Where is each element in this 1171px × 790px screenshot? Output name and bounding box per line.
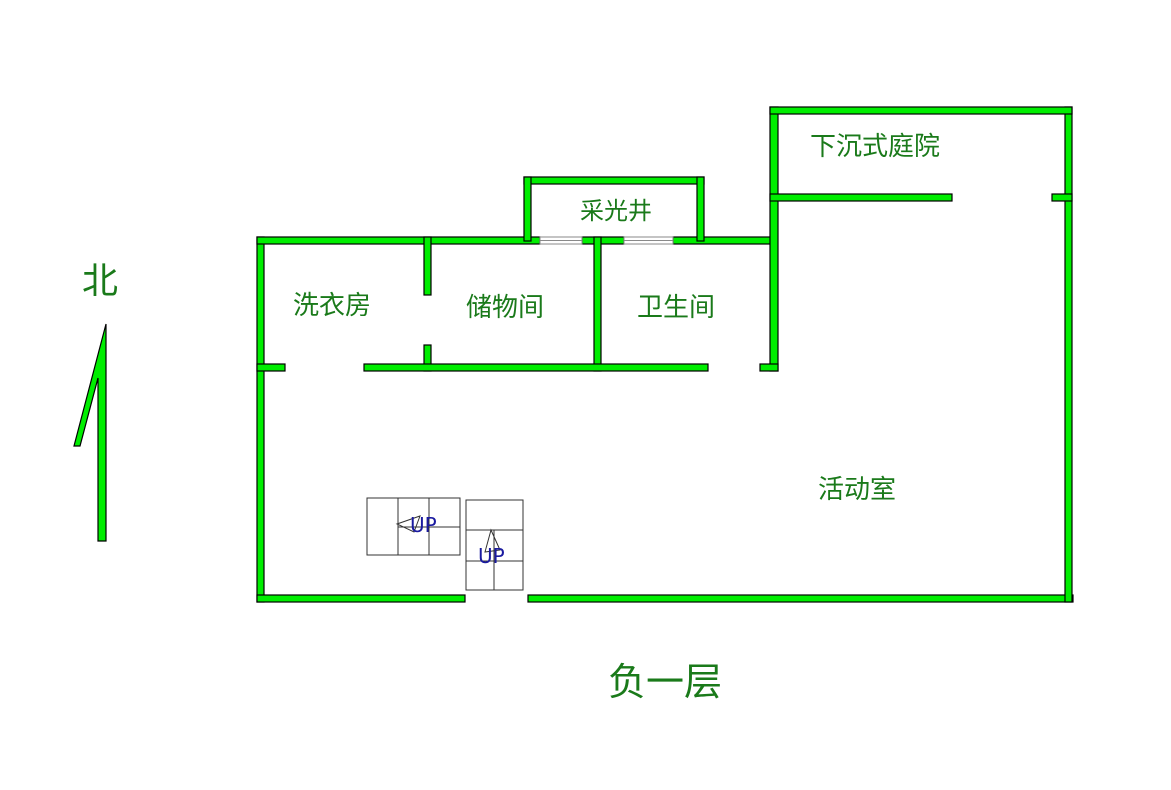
wall-north-left: [256, 236, 541, 245]
room-label-activity: 活动室: [818, 475, 896, 505]
stair-up-label: UP: [478, 544, 505, 568]
wall-north-mid: [581, 236, 625, 245]
room-label-lightwell: 采光井: [580, 197, 652, 225]
staircase-right: UP: [465, 499, 524, 591]
stair-arrow-left-icon: [395, 515, 421, 533]
stair-arrow-up-icon: [484, 528, 501, 553]
lightwell-wall-east: [696, 176, 705, 242]
wall-courtyard-west: [769, 106, 779, 372]
interior-walls: [256, 193, 1073, 372]
floor-title: 负一层: [608, 660, 722, 704]
room-label-storage: 储物间: [466, 293, 544, 323]
wall-courtyard-south: [769, 193, 953, 202]
lightwell-wall-north: [523, 176, 705, 185]
wall-south-left: [256, 594, 466, 603]
lightwell-wall-west: [523, 176, 532, 242]
wall-rooms-south: [363, 363, 709, 372]
wall-east: [1064, 106, 1073, 603]
outer-walls: [256, 106, 1074, 603]
stair-up-label: UP: [410, 513, 437, 537]
wall-storage-bathroom: [593, 236, 602, 372]
north-arrow-icon: [73, 323, 107, 542]
wall-north-right: [672, 236, 778, 245]
wall-courtyard-south-stub: [1051, 193, 1073, 202]
north-label: 北: [82, 261, 118, 302]
room-label-bathroom: 卫生间: [637, 293, 715, 323]
staircase-left: UP: [366, 497, 461, 556]
lightwell-windows: [539, 236, 674, 245]
wall-rooms-south-stub: [256, 363, 286, 372]
wall-bathroom-south-stub: [759, 363, 779, 372]
window-right: [623, 236, 674, 245]
wall-south-right: [527, 594, 1074, 603]
room-label-laundry: 洗衣房: [293, 291, 371, 321]
wall-laundry-storage-upper: [423, 236, 432, 296]
north-compass: 北: [73, 261, 118, 542]
window-left: [539, 236, 583, 245]
lightwell-walls: [523, 176, 705, 242]
wall-courtyard-north: [769, 106, 1073, 115]
room-label-courtyard: 下沉式庭院: [810, 132, 940, 162]
wall-west: [256, 236, 265, 603]
